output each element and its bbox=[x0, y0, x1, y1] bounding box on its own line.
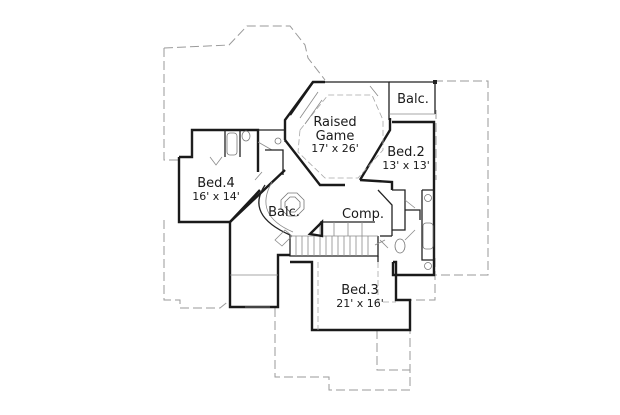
room-label-bed2: Bed.2 13' x 13' bbox=[376, 146, 436, 171]
room-label-balcony-top: Balc. bbox=[395, 93, 431, 107]
room-dimensions: 16' x 14' bbox=[192, 189, 240, 203]
bed2-bath bbox=[392, 189, 435, 270]
room-name: Game bbox=[315, 128, 355, 144]
room-dimensions: 13' x 13' bbox=[382, 158, 430, 172]
room-name: Balc. bbox=[268, 205, 300, 220]
room-name: Raised bbox=[313, 115, 357, 130]
room-name: Bed.3 bbox=[341, 283, 379, 298]
staircase bbox=[274, 219, 379, 257]
central-balcony bbox=[229, 169, 305, 236]
roof-outline bbox=[163, 25, 489, 391]
room-label-balcony-center: Balc. bbox=[264, 206, 304, 220]
balcony-top-right bbox=[389, 80, 437, 115]
room-dimensions: 21' x 16' bbox=[336, 296, 384, 310]
room-label-comp: Comp. bbox=[338, 208, 388, 222]
bed4-room bbox=[177, 128, 286, 224]
room-name: Bed.2 bbox=[387, 145, 425, 160]
comp-area bbox=[377, 189, 393, 249]
room-name: Balc. bbox=[397, 92, 429, 107]
bed3-room bbox=[290, 239, 412, 332]
room-label-raised-game: Raised Game 17' x 26' bbox=[305, 116, 365, 155]
room-name: Bed.4 bbox=[197, 176, 235, 191]
lower-left-wing bbox=[228, 222, 290, 309]
room-dimensions: 17' x 26' bbox=[311, 142, 359, 156]
room-name: Comp. bbox=[341, 207, 385, 222]
room-label-bed4: Bed.4 16' x 14' bbox=[186, 177, 246, 202]
room-label-bed3: Bed.3 21' x 16' bbox=[328, 284, 392, 309]
